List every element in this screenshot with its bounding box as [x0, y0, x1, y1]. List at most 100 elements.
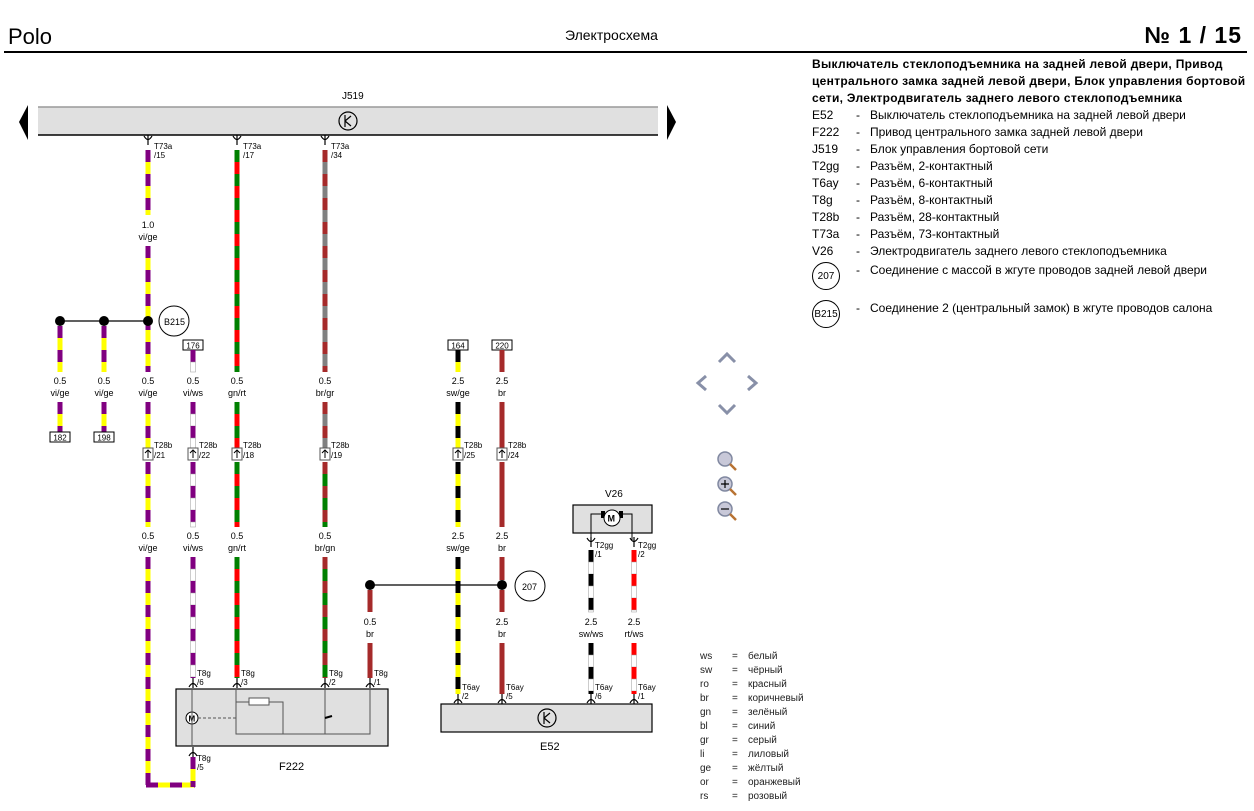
reference-box[interactable] — [49, 431, 71, 443]
color-key-row: ro=красный — [700, 679, 787, 690]
connector-label: T6ay — [638, 683, 656, 692]
wire-label: 2.5 — [452, 531, 465, 541]
prev-page-arrow[interactable] — [19, 105, 28, 140]
wire-182[interactable] — [57, 402, 63, 432]
wire-sw-ge[interactable] — [455, 557, 461, 694]
inline-connector-icon — [496, 447, 508, 461]
wire-vi-ge-1[interactable] — [145, 246, 151, 372]
connector-label: T73a — [331, 142, 350, 151]
wire-vi-ge-loop[interactable] — [190, 757, 196, 787]
connector-label: T73a — [154, 142, 173, 151]
legend-item: T28b-Разъём, 28-контактный — [812, 210, 1000, 224]
wire-sw-ws[interactable] — [588, 643, 594, 694]
wire-label: 0.5 — [54, 376, 67, 386]
wire-182[interactable] — [57, 326, 63, 372]
legend-code: T2gg — [812, 159, 840, 173]
color-key-row: bl=синий — [700, 721, 776, 732]
component-e52[interactable]: E52 — [440, 703, 653, 753]
zoom-fit-icon[interactable] — [715, 449, 741, 475]
wire-segment[interactable] — [145, 462, 151, 527]
wire-br-gn[interactable] — [322, 557, 328, 678]
wire-198[interactable] — [101, 326, 107, 372]
wire-label: vi/ge — [94, 388, 113, 398]
color-key-row: or=оранжевый — [700, 777, 801, 788]
wire-br-gr[interactable] — [322, 150, 328, 372]
wire-198[interactable] — [101, 402, 107, 432]
wire-gn-rt[interactable] — [234, 557, 240, 678]
pin-label: /1 — [374, 678, 381, 687]
ground-point-b215[interactable]: B215 — [158, 305, 190, 337]
zoom-in-icon[interactable] — [715, 474, 741, 500]
wire-br[interactable] — [499, 557, 505, 580]
connector-label: T28b — [331, 441, 350, 450]
wire-label: sw/ge — [446, 388, 470, 398]
wire-segment[interactable] — [234, 402, 240, 448]
wire-br-0-5[interactable] — [367, 643, 373, 678]
pan-up-icon[interactable] — [717, 351, 737, 364]
legend-code: T6ay — [812, 176, 839, 190]
wire-vi-ge-loop[interactable] — [145, 557, 151, 785]
wire-segment[interactable] — [190, 462, 196, 528]
wire-vi-ws[interactable] — [190, 350, 196, 373]
reference-number: 182 — [53, 434, 67, 443]
component-v26[interactable]: M V26 — [572, 489, 653, 540]
wire-label: br/gn — [315, 543, 336, 553]
control-unit-icon — [338, 111, 358, 131]
pan-right-icon[interactable] — [747, 374, 759, 392]
pin-label: /3 — [241, 678, 248, 687]
legend-item: J519-Блок управления бортовой сети — [812, 142, 1049, 156]
wire-label: br — [366, 629, 374, 639]
pin-label: /25 — [464, 451, 476, 460]
wire-segment[interactable] — [499, 462, 505, 527]
wire-label: 0.5 — [142, 531, 155, 541]
next-page-arrow[interactable] — [667, 105, 676, 140]
wire-segment[interactable] — [455, 402, 461, 448]
color-abbr: li — [700, 749, 705, 760]
wire-gn-rt[interactable] — [234, 150, 240, 372]
wire-segment[interactable] — [499, 402, 505, 448]
wire-label: 2.5 — [496, 531, 509, 541]
reference-box[interactable] — [93, 431, 115, 443]
ground-point-207[interactable]: 207 — [514, 570, 546, 602]
zoom-out-icon[interactable] — [715, 499, 741, 525]
pan-down-icon[interactable] — [717, 403, 737, 416]
pin-label: /2 — [462, 692, 469, 701]
wire-segment[interactable] — [322, 462, 328, 527]
connector-label: T28b — [243, 441, 262, 450]
component-f222[interactable]: M F222 — [175, 688, 389, 773]
color-abbr: gr — [700, 735, 709, 746]
color-key-row: sw=чёрный — [700, 665, 783, 676]
wire-segment[interactable] — [455, 462, 461, 527]
wire-br-0-5[interactable] — [367, 590, 373, 612]
pan-left-icon[interactable] — [695, 374, 707, 392]
component-j519[interactable]: J519 — [38, 91, 658, 136]
wire-br[interactable] — [499, 350, 505, 372]
wire-rt-ws[interactable] — [631, 550, 637, 613]
connection-symbol: B215 — [812, 300, 840, 328]
page-number: № 1 / 15 — [1144, 22, 1242, 48]
pin-label: /5 — [506, 692, 513, 701]
connector-label: T6ay — [506, 683, 524, 692]
connector-label: T28b — [199, 441, 218, 450]
wire-br[interactable] — [499, 590, 505, 612]
connector-label: T8g — [329, 669, 343, 678]
wire-label: 0.5 — [187, 376, 200, 386]
wire-vi-ws[interactable] — [190, 557, 196, 678]
wire-segment[interactable] — [145, 402, 151, 448]
wire-segment[interactable] — [322, 402, 328, 448]
wire-sw-ws[interactable] — [588, 550, 594, 613]
wire-segment[interactable] — [234, 462, 240, 527]
wire-vi-ge-1[interactable] — [145, 150, 151, 215]
legend-desc: Блок управления бортовой сети — [870, 142, 1049, 156]
pin-label: /5 — [197, 763, 204, 772]
wire-label: vi/ge — [138, 388, 157, 398]
wire-br[interactable] — [499, 643, 505, 694]
legend-desc: Электродвигатель заднего левого стеклопо… — [870, 244, 1167, 258]
j519-label: J519 — [342, 91, 364, 102]
wire-segment[interactable] — [190, 402, 196, 449]
wire-segment[interactable] — [146, 782, 195, 788]
connection-symbol: 207 — [812, 262, 840, 290]
wire-sw-ge[interactable] — [455, 350, 461, 372]
wire-label: gn/rt — [228, 543, 247, 553]
wire-rt-ws[interactable] — [631, 643, 637, 694]
